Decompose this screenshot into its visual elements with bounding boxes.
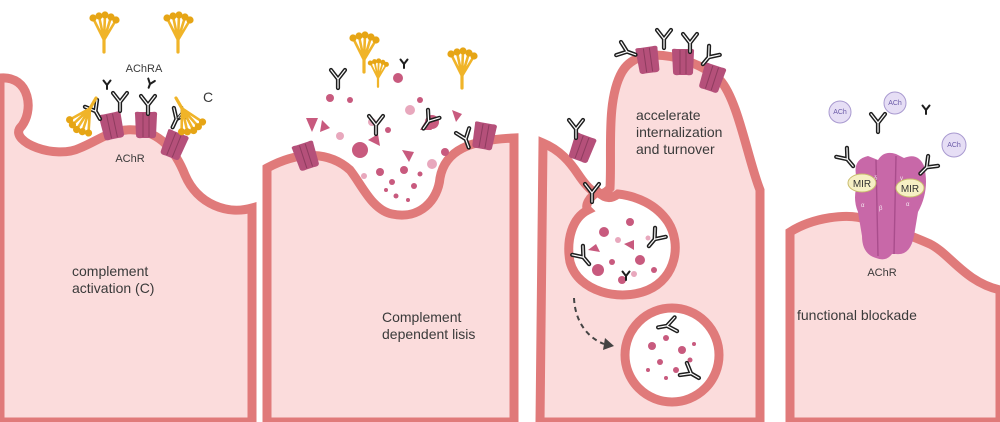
achr-label: AChR: [867, 267, 896, 279]
subunit-delta: δ: [874, 176, 878, 182]
caption-line-2: dependent lisis: [382, 326, 475, 342]
subunit-beta: β: [879, 206, 883, 212]
svg-text:MIR: MIR: [853, 179, 871, 190]
caption-line-2: activation (C): [72, 280, 154, 296]
complement-icon: [161, 9, 196, 54]
ach-molecule: ACh: [941, 132, 967, 158]
antibody-icon: [921, 104, 931, 115]
panel-functional-blockade: δ α β γ α MIR MIR ACh ACh ACh AC: [785, 91, 1000, 422]
achr-receptor: [134, 111, 158, 139]
mir-site: MIR: [895, 178, 925, 198]
antibody-icon: [871, 114, 885, 132]
panel-complement-lysis: Complement dependent lisis: [262, 29, 519, 422]
svg-text:ACh: ACh: [833, 109, 847, 116]
svg-text:ACh: ACh: [888, 100, 902, 107]
lysosome: [620, 303, 724, 407]
antibody-icon: [141, 96, 155, 114]
antibody-icon: [399, 58, 409, 69]
svg-text:ACh: ACh: [947, 142, 961, 149]
complement-icon: [445, 45, 480, 90]
caption-line-1: accelerate: [636, 107, 701, 123]
subunit-alpha: α: [906, 202, 910, 208]
antibody-icon: [144, 77, 156, 90]
cleft-debris: [306, 73, 462, 202]
complement-icon: [87, 9, 122, 54]
complement-icon: [366, 57, 391, 88]
caption-line-1: complement: [72, 263, 148, 279]
caption-line-3: and turnover: [636, 141, 715, 157]
caption: functional blockade: [797, 307, 917, 323]
panel-internalization: accelerate internalization and turnover: [535, 30, 765, 422]
antibody-icon: [836, 148, 858, 171]
ach-molecule: ACh: [828, 100, 852, 124]
endocytic-vesicle: [564, 184, 680, 300]
achr-label: AChR: [115, 153, 144, 165]
svg-text:MIR: MIR: [901, 184, 919, 195]
trafficking-arrow: [573, 297, 605, 345]
caption-line-1: Complement: [382, 309, 461, 325]
achra-label: AChRA: [126, 63, 163, 75]
cell-membrane: [0, 73, 257, 422]
caption-line-2: internalization: [636, 124, 722, 140]
subunit-gamma: γ: [900, 176, 903, 182]
subunit-alpha: α: [861, 203, 865, 209]
antibody-icon: [331, 70, 345, 88]
ach-molecule: ACh: [883, 91, 907, 115]
panel-complement-activation: AChRA C AChR complement activation (C): [0, 9, 257, 422]
mir-site: MIR: [847, 173, 877, 193]
antibody-icon: [102, 79, 112, 90]
complement-label: C: [203, 89, 213, 105]
antibody-icon: [657, 30, 671, 48]
antibody-icon: [113, 93, 127, 111]
